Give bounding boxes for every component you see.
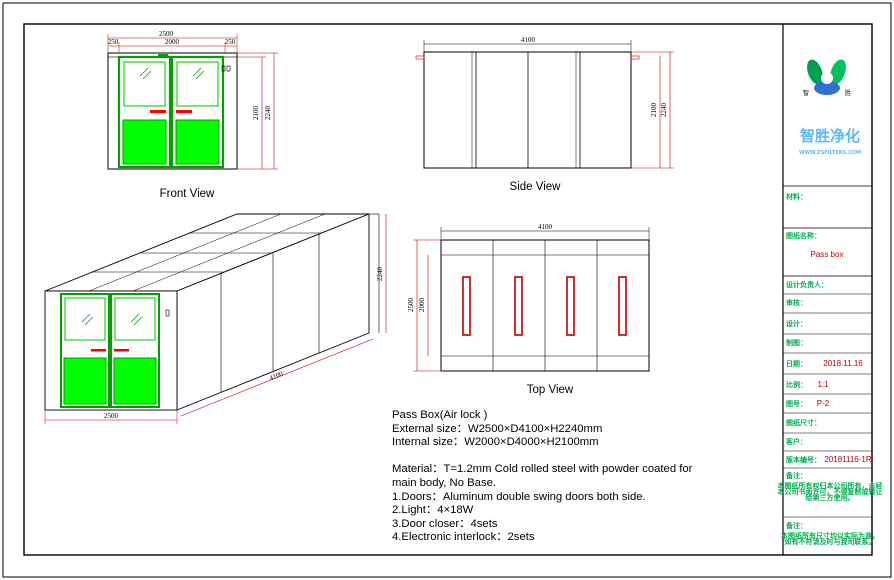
notes-line: 给第三方使用。 (806, 493, 855, 502)
company-logo: 智 胜 (803, 59, 851, 97)
spec-light: 2.Light：4×18W (392, 504, 474, 517)
drawing-no-label: 图号： (786, 399, 807, 408)
dim-iso-h: 2240 (376, 267, 384, 282)
version-label: 版本编号： (786, 455, 821, 464)
spec-material: Material：T=1.2mm Cold rolled steel with … (392, 463, 693, 476)
svg-text:智: 智 (803, 89, 809, 97)
spec-interlock: 4.Electronic interlock：2sets (392, 531, 535, 544)
dim-side-len: 4100 (521, 36, 536, 44)
inner-frame (23, 23, 873, 556)
designer-label: 设计负责人： (786, 280, 828, 289)
dim-front-h2: 2240 (264, 106, 272, 121)
spec-notes: Pass Box(Air lock ) External size：W2500×… (392, 409, 722, 545)
company-name: 智胜净化 (800, 127, 860, 145)
note2-line: 本图纸所有尺寸均以实际为准， (780, 531, 879, 540)
handle-icon (91, 349, 106, 352)
note2-line: 如有不符请及时与我司联系。 (785, 537, 876, 546)
scale-value: 1:1 (817, 380, 829, 389)
spec-title: Pass Box(Air lock ) (392, 409, 488, 421)
light-fixture-icon (618, 276, 627, 336)
scale-label: 比例： (786, 380, 807, 389)
dim-side-h2: 2240 (660, 103, 668, 118)
notes-label: 备注： (785, 471, 807, 480)
review-label: 审核： (786, 298, 807, 307)
dim-iso-w: 2500 (104, 412, 119, 420)
dim-front-left: 250 (108, 38, 119, 46)
dim-front-h1: 2100 (252, 106, 260, 121)
light-fixture-icon (462, 276, 471, 336)
spec-external-size: External size：W2500×D4100×H2240mm (392, 422, 603, 435)
handle-icon (176, 110, 192, 113)
notes-line: 本图纸所有权归本公司所有，未经 (777, 481, 883, 490)
design-label: 设计： (786, 319, 807, 328)
front-view: 2500 250 2000 250 2100 2240 Front View (107, 30, 278, 200)
draw-label: 制图： (786, 338, 807, 347)
size-label: 图纸尺寸： (786, 418, 821, 427)
light-fixture-icon (566, 276, 575, 336)
material-label: 材料： (785, 192, 807, 201)
dim-top-w1: 2500 (407, 298, 415, 313)
front-view-label: Front View (160, 188, 215, 200)
top-view-label: Top View (527, 384, 574, 396)
spec-material-cont: main body, No Base. (392, 476, 497, 489)
svg-text:胜: 胜 (845, 89, 851, 97)
handle-icon (150, 110, 166, 113)
isometric-view: 2500 4100 2240 (44, 213, 387, 424)
spec-doors: 1.Doors：Aluminum double swing doors both… (392, 490, 646, 503)
spec-door-closer: 3.Door closer：4sets (392, 517, 498, 530)
drawing-no-value: P-2 (817, 399, 830, 408)
date-value: 2018.11.16 (823, 359, 863, 368)
dim-front-right: 250 (225, 38, 236, 46)
company-website: WWW.ZSFILTERS.COM (799, 150, 861, 156)
top-view: 4100 2500 2000 Top View (407, 223, 650, 396)
notes-line: 本公司书面许可，不得复制或转让 (777, 487, 883, 496)
light-fixture-icon (514, 276, 523, 336)
dim-front-total: 2500 (159, 30, 174, 38)
dim-side-h1: 2100 (650, 103, 658, 118)
project-label: 图纸名称： (786, 231, 821, 240)
client-label: 客户： (785, 437, 807, 446)
dim-top-len: 4100 (538, 223, 553, 231)
side-view: 4100 2100 2240 Side View (415, 36, 674, 193)
handle-icon (114, 349, 129, 352)
note2-label: 备注： (785, 521, 807, 530)
date-label: 日期： (786, 359, 807, 368)
dim-front-mid: 2000 (165, 38, 180, 46)
title-block: 智 胜 智胜净化 WWW.ZSFILTERS.COM 材料： 图纸名称： Pas… (777, 59, 883, 546)
spec-internal-size: Internal size：W2000×D4000×H2100mm (392, 436, 599, 449)
side-view-label: Side View (510, 181, 562, 193)
project-value: Pass box (811, 250, 844, 259)
version-value: 20181116-1R (824, 455, 872, 464)
dim-top-w2: 2000 (418, 298, 426, 313)
